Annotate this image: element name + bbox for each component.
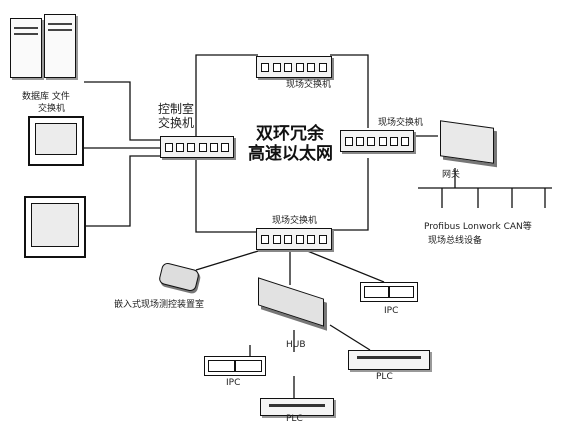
plc-bottom-label: PLC	[286, 414, 303, 423]
ring-link-control-top	[195, 54, 258, 143]
link-ipc-right	[299, 247, 385, 283]
gateway-label: 网关	[442, 170, 461, 180]
link-embedded	[195, 247, 269, 271]
field-switch-bottom	[256, 228, 332, 250]
ring-link-top-right	[330, 54, 369, 128]
ipc-left-device	[204, 356, 266, 376]
field-switch-top-label: 现场交换机	[286, 80, 332, 90]
embedded-controller-label: 嵌入式现场测控装置室	[114, 300, 205, 310]
field-switch-bottom-label: 现场交换机	[272, 216, 318, 226]
core-network-label-line1: 双环冗余	[256, 124, 324, 144]
field-switch-right	[340, 130, 414, 152]
workstation-monitor-2	[24, 196, 86, 258]
server-label-line1: 数据库 文件	[22, 92, 70, 102]
control-room-switch	[160, 136, 234, 158]
ring-link-bottom-control	[195, 157, 258, 233]
ipc-left-label: IPC	[226, 378, 241, 388]
link-monitor-2	[86, 155, 160, 227]
database-server	[10, 18, 42, 78]
link-plc-right	[329, 324, 371, 351]
core-network-label-line2: 高速以太网	[248, 144, 333, 164]
link-server	[84, 81, 160, 141]
field-switch-top	[256, 56, 332, 78]
monitor-stand-2	[34, 256, 76, 258]
ipc-right-device	[360, 282, 418, 302]
fieldbus-label-line1: Profibus Lonwork CAN等	[424, 222, 532, 232]
monitor-stand-1	[36, 164, 76, 166]
file-server	[44, 14, 76, 78]
control-switch-label-line1: 控制室	[158, 102, 195, 116]
ipc-right-label: IPC	[384, 306, 399, 316]
workstation-monitor-1	[28, 116, 84, 166]
fieldbus-label-line2: 现场总线设备	[428, 236, 483, 246]
gateway-device	[440, 120, 494, 164]
plc-right-device	[348, 350, 430, 370]
server-label-line2: 交换机	[38, 104, 66, 114]
plc-bottom-device	[260, 398, 334, 416]
plc-right-label: PLC	[376, 372, 393, 382]
ring-link-right-bottom	[320, 158, 369, 231]
control-switch-label-line2: 交换机	[158, 116, 195, 130]
field-switch-right-label: 现场交换机	[378, 118, 424, 128]
hub-label: HUB	[286, 340, 306, 350]
